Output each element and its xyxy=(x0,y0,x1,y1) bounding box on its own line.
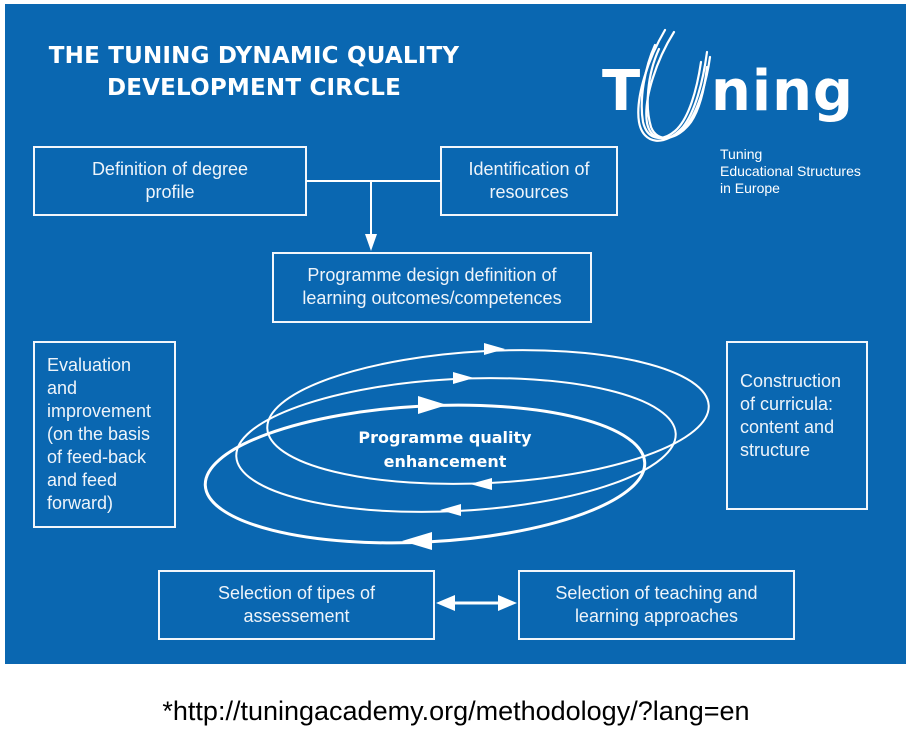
cycle-arrow-left-2-icon xyxy=(440,504,461,516)
box-programme-design: Programme design definition of learning … xyxy=(272,252,592,323)
cycle-arrow-left-1-icon xyxy=(470,478,492,490)
box-resources: Identification of resources xyxy=(440,146,618,216)
title-line-2: DEVELOPMENT CIRCLE xyxy=(106,75,402,101)
box-degree-profile: Definition of degree profile xyxy=(33,146,307,216)
box-teaching-label: Selection of teaching and learning appro… xyxy=(555,583,758,626)
box-programme-design-label: Programme design definition of learning … xyxy=(302,265,562,308)
box-evaluation: Evaluation and improvement (on the basis… xyxy=(33,341,176,528)
title-line-1: THE TUNING DYNAMIC QUALITY xyxy=(48,43,460,69)
double-arrow-right-head-icon xyxy=(498,595,517,611)
cycle-arrow-right-1-icon xyxy=(484,343,505,355)
box-teaching: Selection of teaching and learning appro… xyxy=(518,570,795,640)
box-evaluation-label: Evaluation and improvement (on the basis… xyxy=(47,355,152,513)
box-resources-label: Identification of resources xyxy=(468,159,590,202)
box-assessment: Selection of tipes of assessement xyxy=(158,570,435,640)
logo-letter-t: T xyxy=(602,59,641,124)
logo-wordmark: ning xyxy=(711,59,855,124)
double-arrow-left-head-icon xyxy=(436,595,455,611)
box-curricula: Construction of curricula: content and s… xyxy=(726,341,868,510)
cycle-arrow-right-2-icon xyxy=(453,372,474,384)
arrow-down-icon xyxy=(365,234,377,251)
logo-subtitle: Tuning Educational Structures in Europe xyxy=(720,146,861,196)
box-curricula-label: Construction of curricula: content and s… xyxy=(740,371,842,460)
center-label: Programme quality enhancement xyxy=(358,428,532,471)
box-degree-profile-label: Definition of degree profile xyxy=(91,159,249,202)
source-footnote: *http://tuningacademy.org/methodology/?l… xyxy=(162,696,750,726)
diagram-title: THE TUNING DYNAMIC QUALITY DEVELOPMENT C… xyxy=(36,40,472,104)
cycle-arrow-right-3-icon xyxy=(418,396,447,414)
cycle-arrow-left-3-icon xyxy=(402,532,432,550)
diagram-panel xyxy=(5,4,906,664)
box-assessment-label: Selection of tipes of assessement xyxy=(217,583,376,626)
tuning-logo-swoosh-icon xyxy=(637,28,712,142)
